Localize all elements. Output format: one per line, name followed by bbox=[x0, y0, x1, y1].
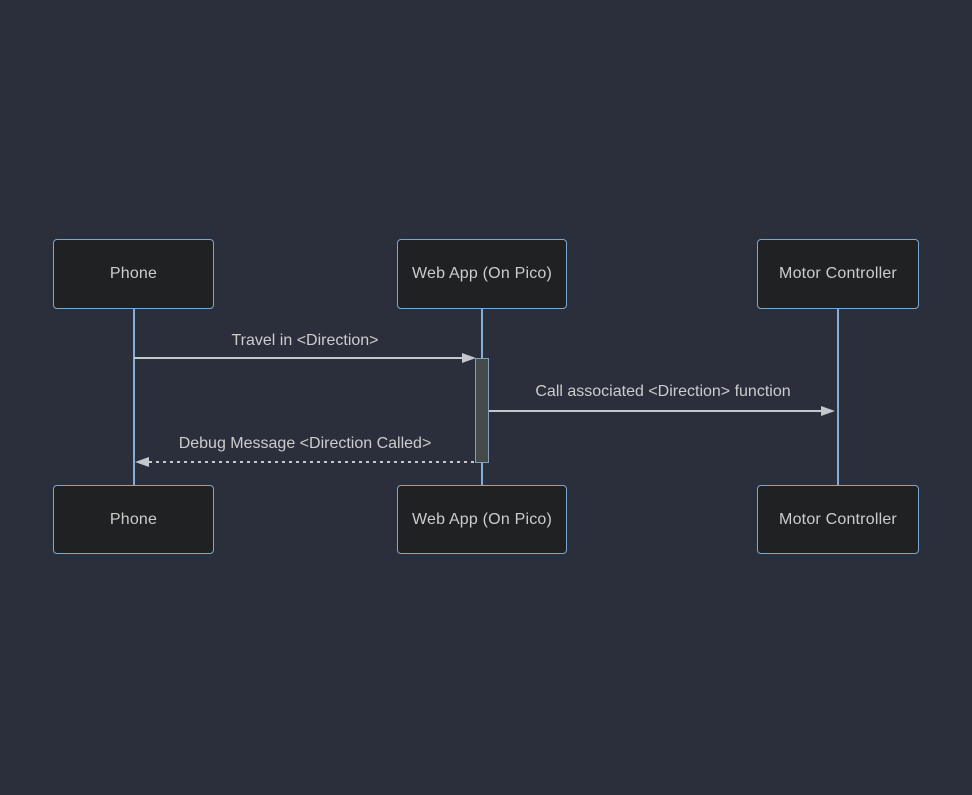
lifeline-phone bbox=[133, 308, 135, 486]
message-line-debug bbox=[149, 461, 476, 463]
actor-label: Phone bbox=[109, 265, 158, 282]
actor-motor-controller-bottom: Motor Controller bbox=[757, 485, 919, 554]
message-line-call-function bbox=[489, 410, 821, 412]
actor-motor-controller-top: Motor Controller bbox=[757, 239, 919, 309]
actor-phone-bottom: Phone bbox=[53, 485, 214, 554]
actor-label: Web App (On Pico) bbox=[411, 510, 553, 528]
arrowhead-left-icon bbox=[135, 457, 149, 467]
message-label-call-function: Call associated <Direction> function bbox=[535, 383, 791, 400]
actor-phone-top: Phone bbox=[53, 239, 214, 309]
actor-label: Motor Controller bbox=[779, 265, 897, 282]
arrowhead-right-icon bbox=[462, 353, 476, 363]
actor-label: Phone bbox=[109, 510, 158, 528]
actor-webapp-top: Web App (On Pico) bbox=[397, 239, 567, 309]
message-label-travel: Travel in <Direction> bbox=[231, 332, 379, 349]
message-label-debug: Debug Message <Direction Called> bbox=[178, 435, 432, 452]
lifeline-motor-controller bbox=[837, 308, 839, 486]
arrowhead-right-icon bbox=[821, 406, 835, 416]
actor-webapp-bottom: Web App (On Pico) bbox=[397, 485, 567, 554]
activation-bar-webapp bbox=[475, 358, 489, 463]
actor-label: Motor Controller bbox=[779, 510, 897, 528]
message-line-travel bbox=[134, 357, 464, 359]
actor-label: Web App (On Pico) bbox=[411, 265, 553, 282]
